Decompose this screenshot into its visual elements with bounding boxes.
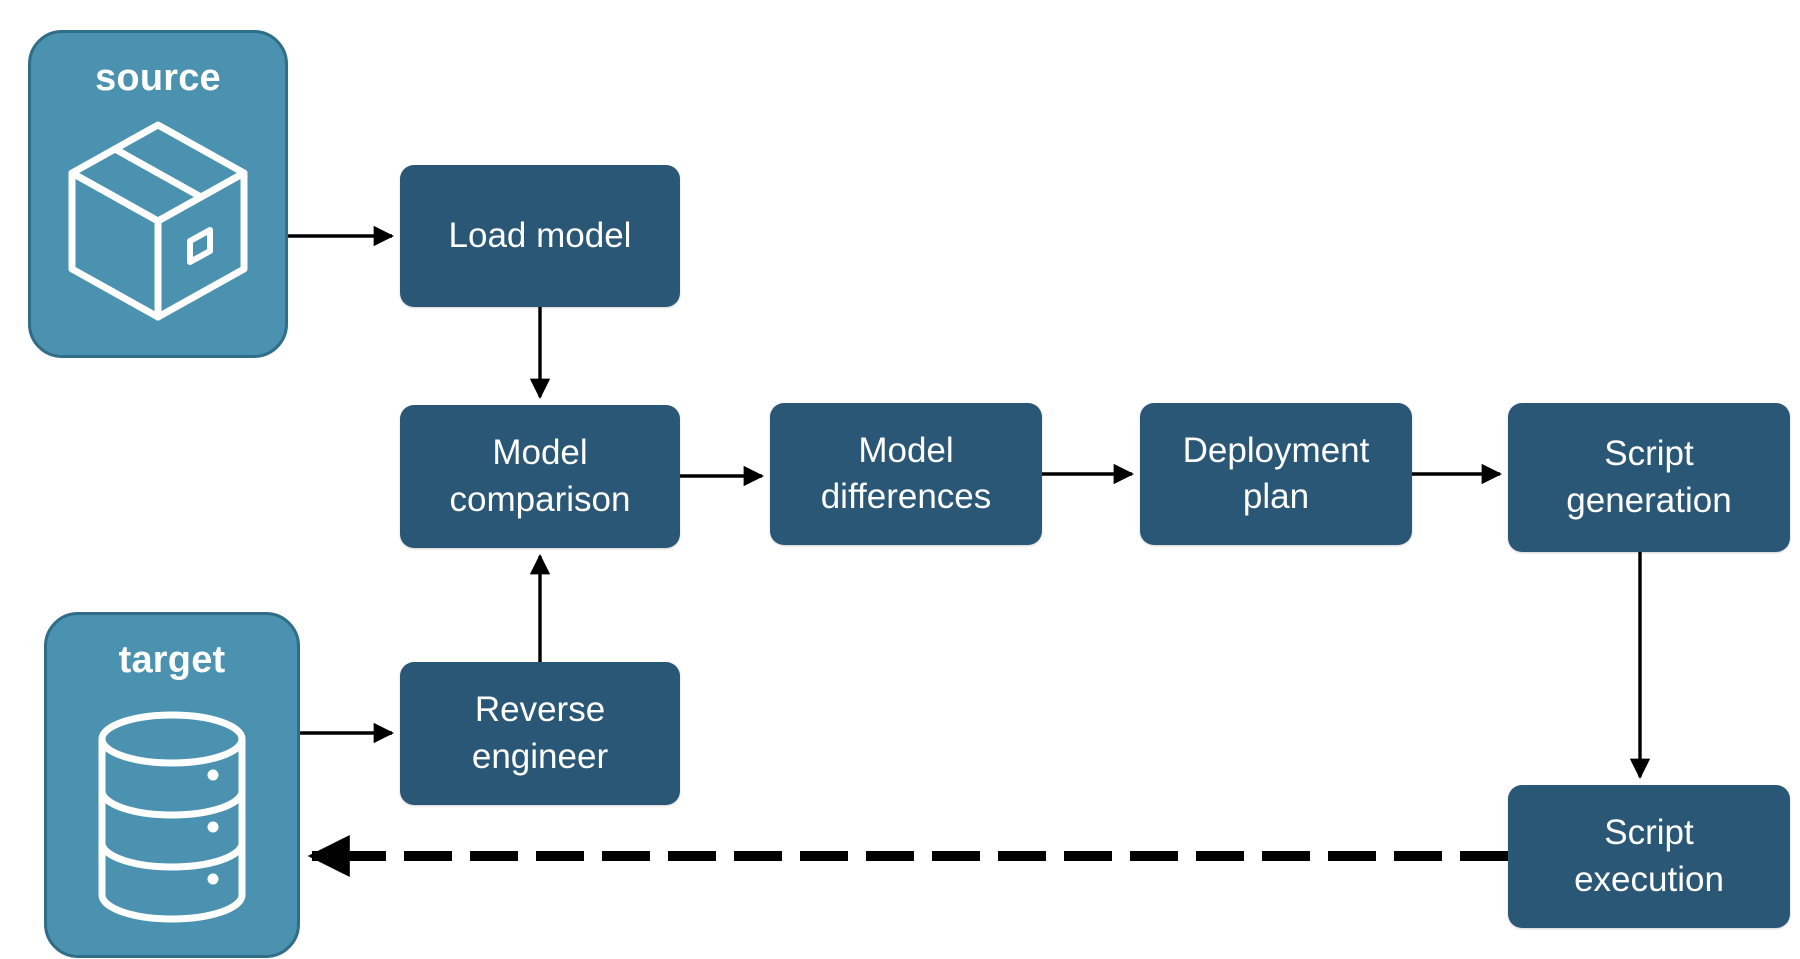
node-script-generation-label: Script generation: [1566, 434, 1732, 520]
endpoint-target-label: target: [118, 639, 226, 681]
node-script-generation[interactable]: Script generation: [1508, 403, 1790, 552]
node-load-model[interactable]: Load model: [400, 165, 680, 307]
endpoint-source-label: source: [95, 57, 221, 99]
endpoint-target[interactable]: target: [44, 612, 300, 958]
node-script-execution-label: Script execution: [1574, 813, 1724, 899]
node-model-comparison-label: Model comparison: [449, 433, 631, 519]
node-reverse-engineer-label: Reverse engineer: [471, 690, 609, 776]
node-deployment-plan[interactable]: Deployment plan: [1140, 403, 1412, 545]
node-model-differences-label: Model differences: [820, 430, 992, 516]
node-model-comparison[interactable]: Model comparison: [400, 405, 680, 548]
node-load-model-label: Load model: [448, 215, 632, 255]
node-script-execution[interactable]: Script execution: [1508, 785, 1790, 928]
node-deployment-plan-label: Deployment plan: [1182, 430, 1370, 516]
database-cylinder-icon: [47, 679, 297, 955]
node-reverse-engineer[interactable]: Reverse engineer: [400, 662, 680, 805]
endpoint-source[interactable]: source: [28, 30, 288, 358]
package-box-icon: [31, 97, 285, 355]
node-model-differences[interactable]: Model differences: [770, 403, 1042, 545]
